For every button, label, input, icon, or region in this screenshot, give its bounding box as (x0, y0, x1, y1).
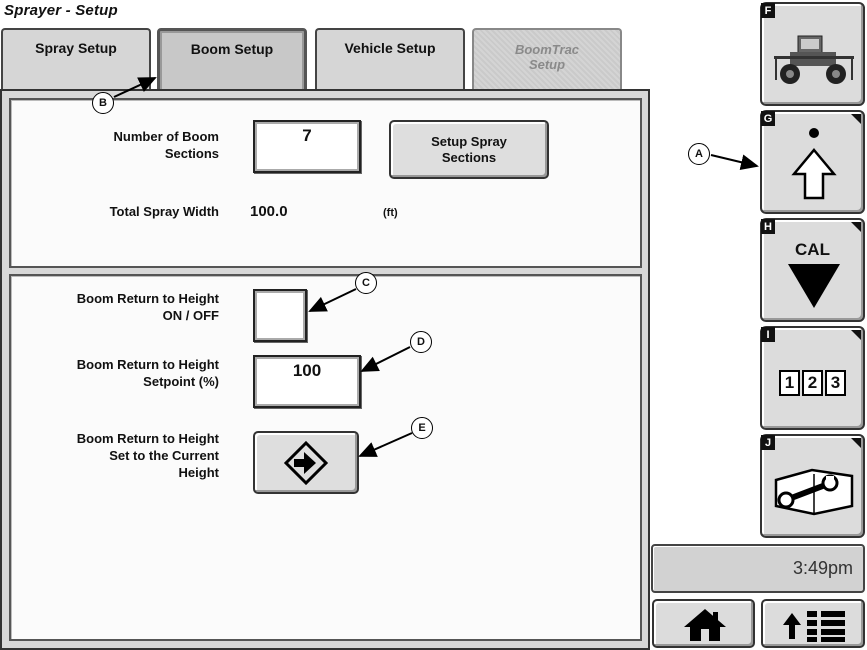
tab-boomtrac-setup: BoomTrac Setup (472, 28, 622, 90)
callout-d: D (410, 331, 432, 353)
digit-2: 2 (802, 370, 823, 396)
softkey-j-corner (851, 438, 861, 448)
softkey-f-letter: F (761, 3, 775, 18)
digit-1: 1 (779, 370, 800, 396)
tab-boom-setup-label: Boom Setup (190, 41, 274, 57)
softkey-i-letter: I (761, 327, 775, 342)
tab-boom-setup[interactable]: Boom Setup (157, 28, 307, 94)
digit-3: 3 (825, 370, 846, 396)
tab-spray-setup[interactable]: Spray Setup (1, 28, 151, 90)
boom-sections-input[interactable]: 7 (253, 120, 361, 173)
callout-b: B (92, 92, 114, 114)
rth-onoff-label: Boom Return to Height ON / OFF (76, 291, 219, 323)
numeric-entry-icon: 1 2 3 (779, 370, 846, 396)
rth-set-current-height-button[interactable] (253, 431, 359, 494)
status-clock-box: 3:49pm (651, 544, 865, 593)
sprayer-vehicle-icon (774, 35, 854, 84)
rth-setpoint-label: Boom Return to Height Setpoint (%) (76, 357, 219, 389)
callout-a: A (688, 143, 710, 165)
total-spray-width-label: Total Spray Width (109, 204, 219, 219)
cal-down-triangle-icon (788, 264, 840, 308)
tab-spray-setup-label: Spray Setup (35, 40, 117, 56)
boom-sections-group: Number of Boom Sections 7 Setup Spray Se… (9, 98, 642, 268)
softkey-j-manual[interactable]: J (760, 434, 865, 538)
setup-spray-sections-label: Setup Spray Sections (431, 133, 507, 165)
window-title: Sprayer - Setup (4, 2, 118, 19)
setup-spray-sections-button[interactable]: Setup Spray Sections (389, 120, 549, 179)
softkey-g-letter: G (761, 111, 775, 126)
total-spray-width-unit: (ft) (383, 207, 398, 219)
up-arrow-icon (791, 128, 837, 200)
tab-vehicle-setup-label: Vehicle Setup (344, 40, 436, 56)
home-icon (684, 609, 726, 641)
up-arrow-menu-icon (783, 611, 845, 642)
cal-label: CAL (795, 240, 830, 259)
boom-sections-label: Number of Boom Sections (113, 129, 219, 161)
softkey-h-corner (851, 222, 861, 232)
softkey-i-corner (851, 330, 861, 340)
tab-boomtrac-line1: BoomTrac (514, 42, 580, 57)
tab-vehicle-setup[interactable]: Vehicle Setup (315, 28, 465, 90)
tab-boomtrac-setup-label: BoomTrac Setup (515, 42, 579, 72)
boom-setup-panel: Number of Boom Sections 7 Setup Spray Se… (0, 89, 650, 650)
rth-onoff-checkbox[interactable] (253, 289, 307, 342)
rth-current-height-label: Boom Return to Height Set to the Current… (76, 431, 219, 480)
softkey-j-letter: J (761, 435, 775, 450)
callout-c: C (355, 272, 377, 294)
return-to-height-group: Boom Return to Height ON / OFF Boom Retu… (9, 274, 642, 641)
softkey-h-cal[interactable]: H CAL (760, 218, 865, 322)
callout-e: E (411, 417, 433, 439)
manual-wrench-icon (774, 468, 854, 516)
softkey-g-up[interactable]: G (760, 110, 865, 214)
rth-setpoint-input[interactable]: 100 (253, 355, 361, 408)
softkey-g-corner (851, 114, 861, 124)
home-button[interactable] (652, 599, 755, 648)
tab-boomtrac-line2: Setup (528, 57, 566, 72)
total-spray-width-value: 100.0 (250, 203, 288, 220)
softkey-i-numeric[interactable]: I 1 2 3 (760, 326, 865, 430)
softkey-f-vehicle[interactable]: F (760, 2, 865, 106)
softkey-h-letter: H (761, 219, 775, 234)
status-time: 3:49pm (792, 558, 853, 578)
menu-up-button[interactable] (761, 599, 865, 648)
set-current-enter-icon (284, 440, 328, 485)
